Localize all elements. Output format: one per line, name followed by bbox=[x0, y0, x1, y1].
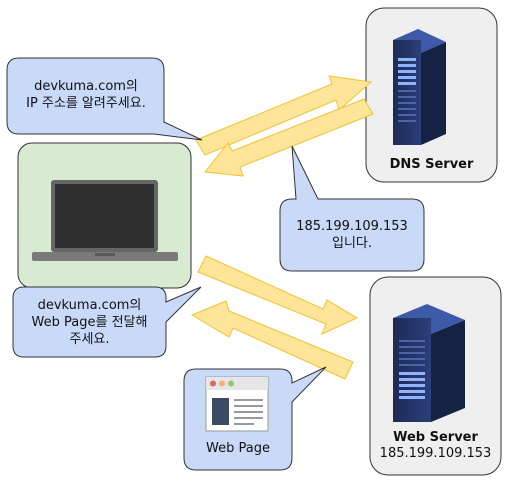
bubble-dns-reply bbox=[279, 145, 425, 272]
web-page-label: Web Page bbox=[206, 441, 270, 456]
laptop-icon bbox=[32, 180, 178, 261]
bubble-page-request-text: devkuma.com의 Web Page를 전달해 주세요. bbox=[13, 297, 166, 348]
web-server-icon bbox=[393, 304, 465, 422]
bubble-dns-request-text: devkuma.com의 IP 주소를 알려주세요. bbox=[10, 78, 162, 112]
bubble-dns-reply-line: 입니다. bbox=[331, 236, 372, 251]
web-page-icon bbox=[205, 376, 269, 432]
arrow-from-web-server bbox=[190, 300, 354, 380]
bubble-page-request bbox=[12, 286, 202, 358]
web-server-ip: 185.199.109.153 bbox=[379, 446, 492, 461]
bubble-page-request-line: devkuma.com의 bbox=[37, 298, 142, 313]
bubble-dns-request-line: IP 주소를 알려주세요. bbox=[26, 96, 146, 111]
arrow-to-web-server bbox=[197, 255, 359, 335]
bubble-dns-reply-text: 185.199.109.153 입니다. bbox=[282, 218, 422, 252]
bubble-page-request-line: Web Page를 전달해 bbox=[31, 315, 148, 330]
web-server-label: Web Server bbox=[393, 430, 478, 445]
arrow-from-dns bbox=[204, 98, 374, 177]
dns-server-icon bbox=[393, 29, 446, 145]
bubble-dns-request bbox=[6, 57, 203, 141]
bubble-dns-reply-line: 185.199.109.153 bbox=[296, 219, 408, 234]
bubble-page-request-line: 주세요. bbox=[69, 332, 110, 347]
dns-server-label: DNS Server bbox=[389, 157, 474, 172]
bubble-dns-request-line: devkuma.com의 bbox=[34, 79, 138, 94]
